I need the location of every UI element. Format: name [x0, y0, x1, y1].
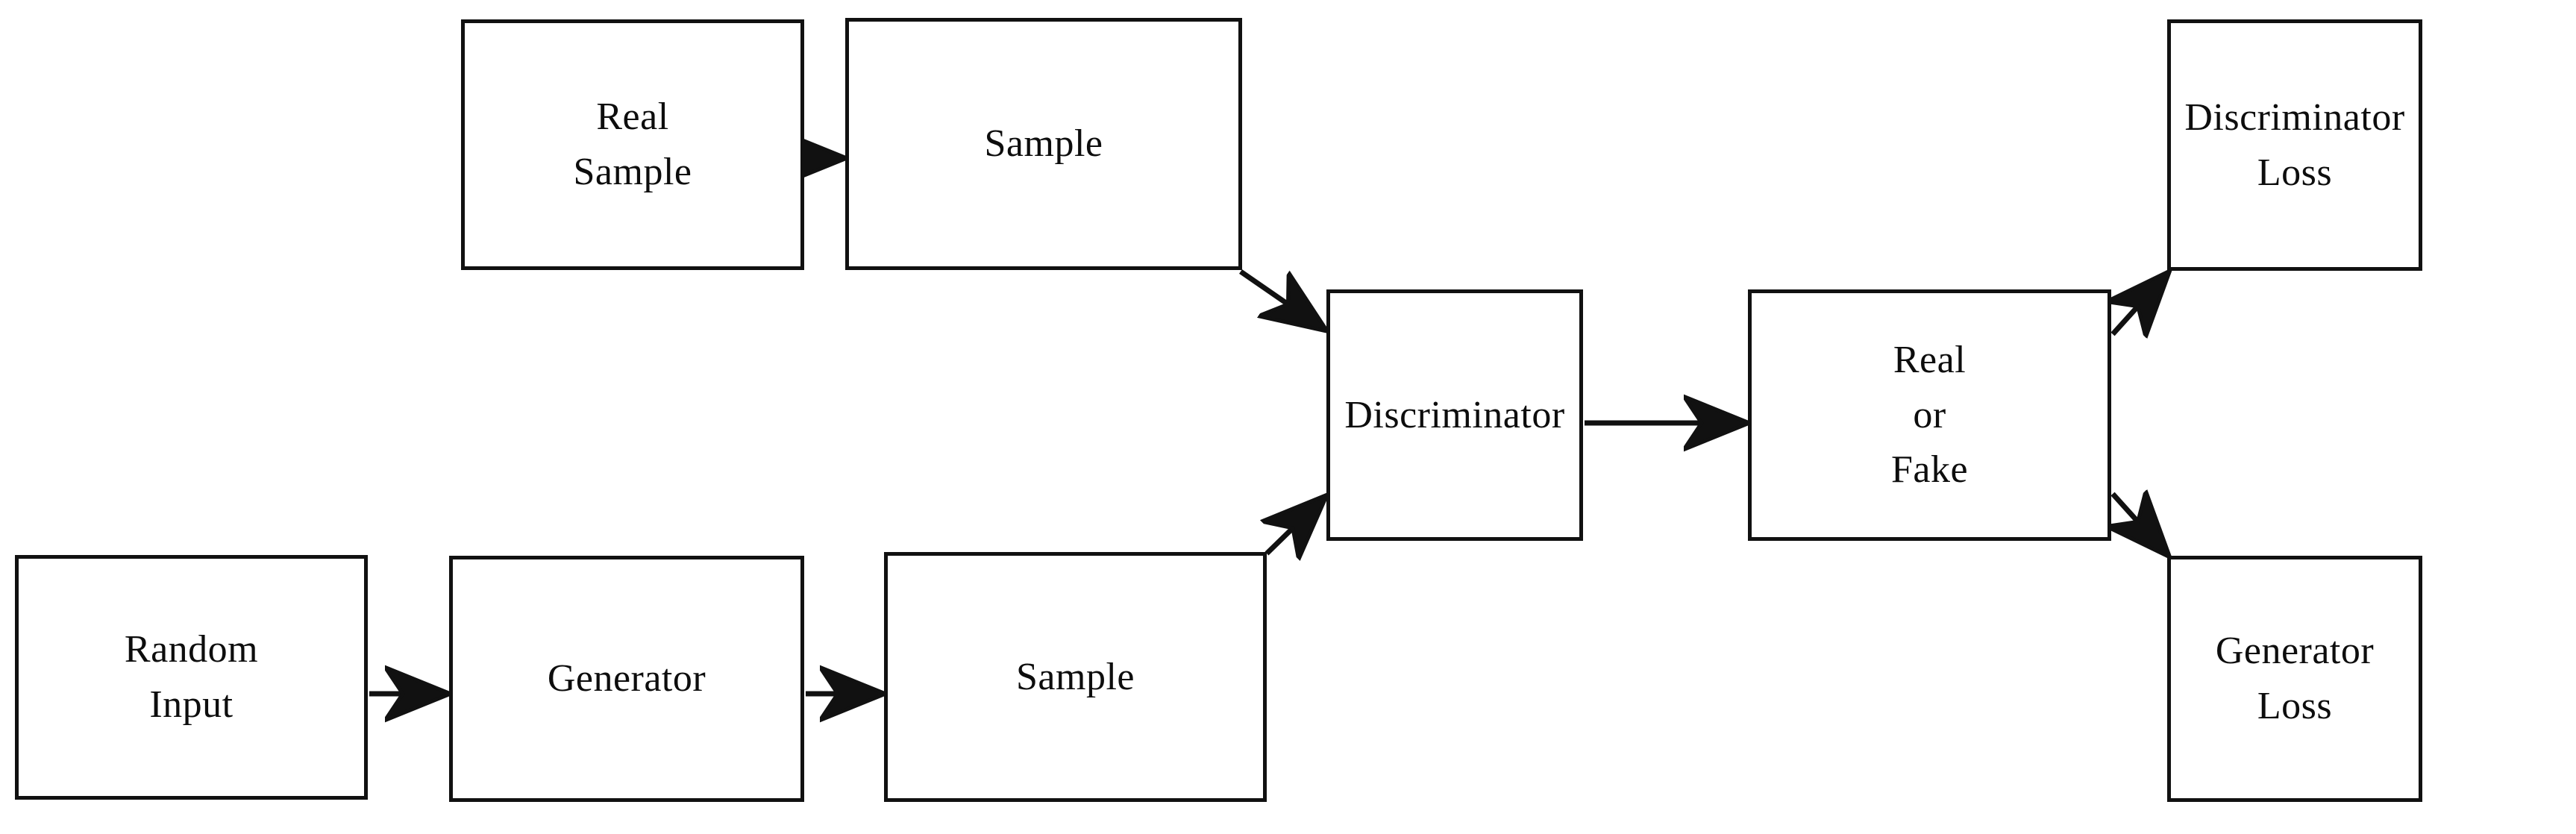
node-label-line: Sample — [1016, 655, 1135, 698]
edge-fake-sample-to-discriminator — [1267, 497, 1325, 554]
node-sample-fake[interactable]: Sample — [884, 552, 1267, 802]
node-label-line: Loss — [2257, 151, 2333, 194]
node-generator[interactable]: Generator — [449, 556, 804, 802]
node-discriminator[interactable]: Discriminator — [1326, 289, 1583, 541]
node-label-line: Real — [596, 95, 669, 139]
node-label-line: Sample — [984, 122, 1103, 166]
edge-sample-to-discriminator — [1239, 269, 1325, 330]
node-label-line: Discriminator — [1344, 393, 1565, 436]
node-label-line: Fake — [1890, 448, 1969, 492]
node-label-line: Random — [124, 628, 259, 671]
node-label-line: Sample — [573, 151, 692, 193]
node-label-line: Loss — [2257, 685, 2333, 727]
node-label-line: Real — [1893, 338, 1967, 381]
edge-real-or-fake-to-gen-loss — [2113, 494, 2168, 555]
node-label-line: or — [1913, 393, 1946, 436]
node-label-line: Discriminator — [2184, 95, 2405, 139]
node-label-line: Generator — [547, 657, 706, 700]
edge-real-or-fake-to-disc-loss — [2113, 273, 2168, 334]
node-sample-real[interactable]: Sample — [845, 18, 1242, 270]
node-label-line: Generator — [2215, 630, 2375, 673]
node-label-line: Input — [149, 683, 234, 726]
